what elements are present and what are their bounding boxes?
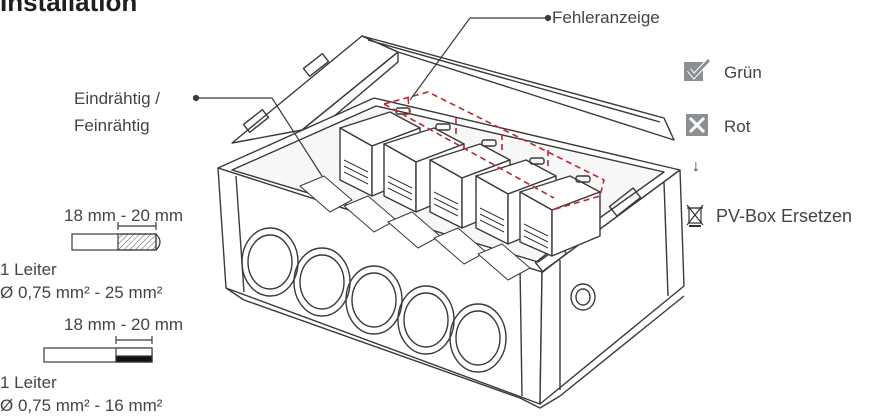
page-title: Installation — [0, 0, 138, 17]
box-front-right — [539, 169, 685, 405]
fehleranzeige-label: Fehleranzeige — [552, 8, 660, 27]
wire-type-label-line1: Eindrähtig / — [74, 89, 160, 108]
strip-length-1: 18 mm - 20 mm — [64, 206, 184, 225]
wire-solid-drawing — [71, 222, 161, 251]
arrow-down-icon: ↓ — [692, 158, 700, 175]
cross-section-1: Ø 0,75 mm² - 25 mm² — [0, 283, 163, 302]
x-box-icon — [686, 114, 714, 138]
cross-section-2: Ø 0,75 mm² - 16 mm² — [0, 396, 163, 415]
wire-type-label-line2: Feinrähtig — [74, 116, 150, 135]
replace-label: PV-Box Ersetzen — [716, 206, 853, 226]
waste-bin-icon — [685, 204, 705, 228]
conductor-2: 1 Leiter — [0, 373, 57, 392]
wire-stranded-drawing — [43, 336, 153, 363]
check-box-icon — [683, 58, 711, 82]
green-label: Grün — [724, 63, 762, 82]
conductor-1: 1 Leiter — [0, 260, 57, 279]
red-label: Rot — [724, 117, 751, 136]
strip-length-2: 18 mm - 20 mm — [64, 315, 184, 334]
